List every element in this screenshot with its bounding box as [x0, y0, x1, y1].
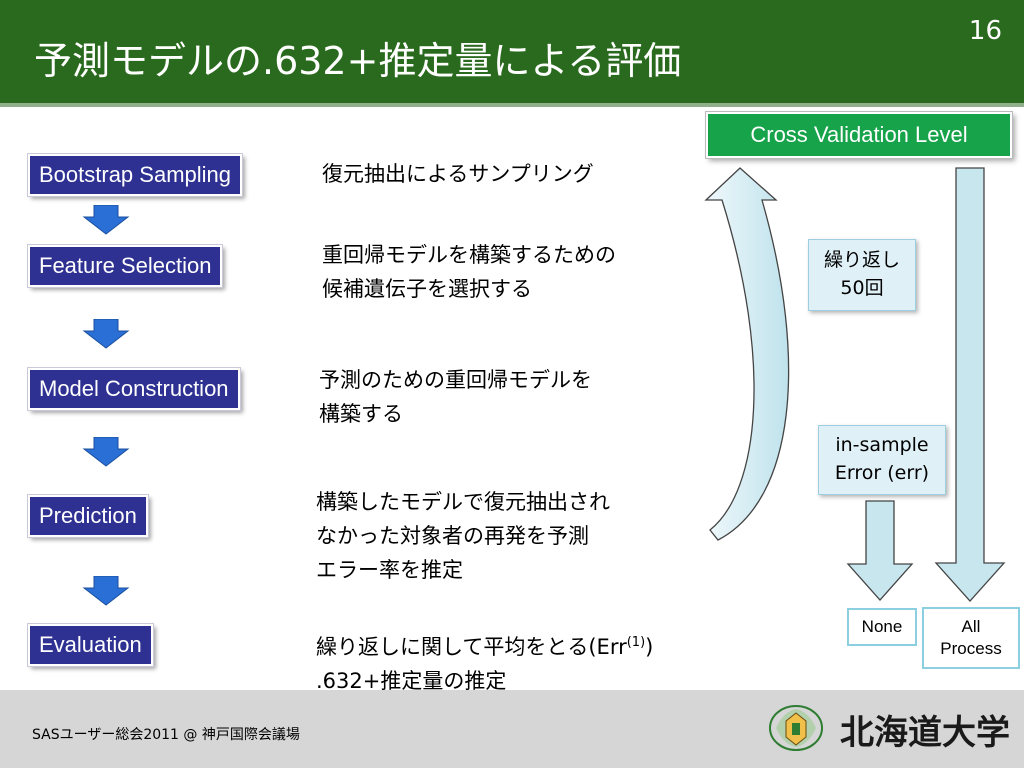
- university-logo-text: 北海道大学: [840, 713, 1010, 753]
- title-bar-divider: [0, 103, 1024, 107]
- description-line: 構築したモデルで復元抽出され: [316, 490, 610, 514]
- evaluation-superscript: (1): [626, 635, 646, 650]
- slide-title: 予測モデルの.632+推定量による評価: [34, 39, 682, 83]
- description-model-construction: 予測のための重回帰モデルを 構築する: [319, 363, 592, 431]
- description-line: .632+推定量の推定: [316, 669, 507, 693]
- description-bootstrap: 復元抽出によるサンプリング: [322, 157, 594, 191]
- step-model-construction: Model Construction: [28, 368, 240, 410]
- level-all-line: Process: [940, 639, 1002, 658]
- down-arrow-icon: [82, 319, 130, 349]
- footer-bar: [0, 690, 1024, 768]
- step-prediction: Prediction: [28, 495, 148, 537]
- level-all-process-box: All Process: [922, 607, 1020, 669]
- in-sample-error-note: in-sample Error (err): [818, 425, 946, 495]
- evaluation-text: 繰り返しに関して平均をとる(Err: [316, 635, 627, 659]
- step-bootstrap-sampling: Bootstrap Sampling: [28, 154, 242, 196]
- description-line: 予測のための重回帰モデルを: [319, 368, 592, 392]
- step-feature-selection: Feature Selection: [28, 245, 223, 287]
- description-feature-selection: 重回帰モデルを構築するための 候補遺伝子を選択する: [322, 238, 616, 306]
- description-prediction: 構築したモデルで復元抽出され なかった対象者の再発を予測 エラー率を推定: [316, 485, 610, 587]
- description-evaluation: 繰り返しに関して平均をとる(Err(1)) .632+推定量の推定: [316, 626, 653, 698]
- repeat-note: 繰り返し 50回: [808, 239, 916, 311]
- down-arrow-icon: [82, 437, 130, 467]
- cross-validation-level-label: Cross Validation Level: [706, 112, 1012, 158]
- university-emblem-icon: [769, 705, 823, 751]
- page-number: 16: [968, 16, 1002, 46]
- step-evaluation: Evaluation: [28, 624, 153, 666]
- down-arrow-icon: [82, 576, 130, 606]
- all-process-level-arrow-icon: [934, 167, 1006, 602]
- level-none-box: None: [847, 608, 917, 646]
- repeat-note-line: 繰り返し: [823, 249, 900, 271]
- in-sample-note-line: in-sample: [835, 434, 929, 456]
- evaluation-text-end: ): [645, 635, 654, 659]
- description-line: 候補遺伝子を選択する: [322, 277, 532, 301]
- description-line: エラー率を推定: [316, 558, 463, 582]
- description-line: 繰り返しに関して平均をとる(Err(1)): [316, 626, 653, 664]
- down-arrow-icon: [82, 205, 130, 235]
- none-level-arrow-icon: [846, 500, 914, 601]
- description-line: なかった対象者の再発を予測: [316, 524, 589, 548]
- description-line: 構築する: [319, 402, 403, 426]
- level-all-line: All: [961, 617, 981, 636]
- description-line: 重回帰モデルを構築するための: [322, 243, 616, 267]
- footer-conference-text: SASユーザー総会2011 @ 神戸国際会議場: [32, 727, 300, 743]
- loop-arrow-icon: [704, 167, 790, 541]
- repeat-note-line: 50回: [840, 277, 884, 299]
- in-sample-note-line: Error (err): [834, 462, 930, 484]
- description-line: 復元抽出によるサンプリング: [322, 162, 594, 186]
- title-bar: [0, 0, 1024, 103]
